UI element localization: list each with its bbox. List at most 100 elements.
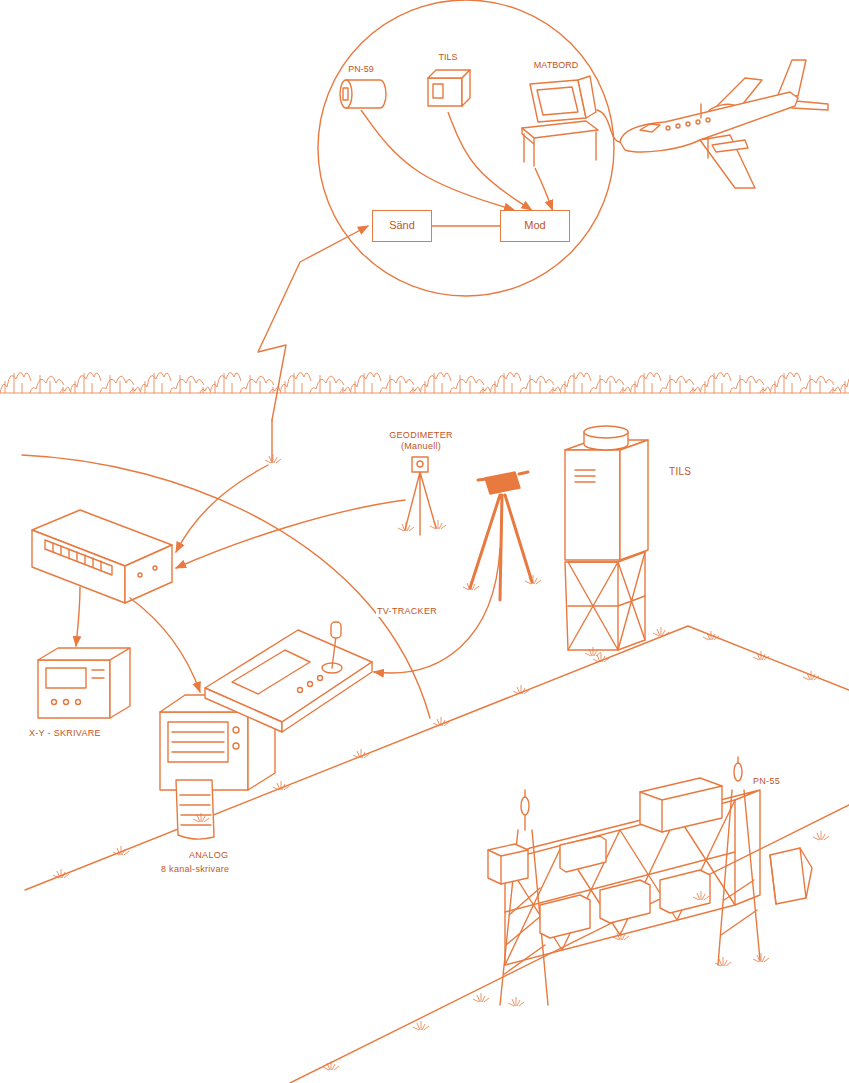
grass (323, 1061, 339, 1070)
airplane (712, 140, 748, 152)
tracker-console (318, 676, 323, 681)
radio-link (258, 226, 368, 462)
equipment-item: MATBORD (514, 60, 598, 168)
airplane (686, 122, 690, 126)
pn55-antenna-array (488, 850, 528, 884)
geodimeter (412, 457, 428, 472)
data-unit (153, 566, 157, 570)
grass (430, 520, 446, 529)
grass (803, 671, 819, 680)
airplane (706, 118, 710, 122)
tils-tower (575, 470, 595, 482)
tils-unit-small (462, 70, 470, 106)
analog-recorder (172, 732, 224, 752)
tracker-console (298, 688, 303, 693)
tracking-camera (470, 472, 532, 600)
grass (613, 931, 629, 940)
tracker-console (331, 622, 341, 638)
pn59-cylinder (343, 88, 348, 100)
xy-recorder (38, 660, 110, 718)
xy-recorder (38, 648, 130, 718)
tracking-camera (470, 495, 532, 600)
grass (53, 869, 69, 878)
equipment-label: TILS (668, 466, 692, 479)
pn55-antenna-array (640, 786, 722, 832)
data-unit (32, 510, 172, 603)
node-label: MATBORD (533, 60, 579, 71)
grass (525, 575, 541, 584)
pn55-antenna-array (524, 790, 525, 797)
analog-recorder (160, 712, 248, 790)
airplane (701, 104, 708, 158)
tracker-console (332, 636, 336, 668)
grass (53, 454, 829, 1070)
tracker-console (308, 682, 313, 687)
pn55-antenna-array (660, 870, 710, 913)
data-unit (45, 540, 112, 575)
illustration (22, 0, 849, 1083)
xy-recorder (110, 648, 130, 718)
equipment-item: PN-59 (336, 64, 386, 110)
airplane (778, 60, 806, 96)
grass (508, 997, 524, 1006)
pn55-antenna-array (770, 848, 812, 904)
airplane (696, 120, 700, 124)
pn55-antenna-array (718, 790, 760, 965)
pn55-antenna-array (734, 763, 742, 781)
node-label: PN-59 (347, 64, 375, 75)
unit-arrows (374, 548, 500, 673)
tracking-camera (485, 472, 520, 494)
tils-unit-small (433, 84, 443, 98)
connector-arrow (361, 110, 514, 210)
analog-recorder (180, 795, 211, 825)
pn55-antenna-array (737, 757, 738, 763)
equipment-label: PN-55 (752, 776, 781, 787)
analog-recorder (233, 727, 239, 733)
inset-circle (318, 0, 614, 296)
connector-arrow (535, 168, 553, 210)
grass (715, 957, 731, 966)
radio-link (258, 226, 368, 420)
process-box: Mod (500, 210, 570, 242)
grass (113, 846, 129, 855)
node-label: Mod (523, 219, 546, 232)
matbord-desk (530, 80, 586, 122)
grass (273, 781, 289, 790)
tils-tower (565, 450, 620, 560)
radio-link (271, 420, 272, 462)
grass (513, 685, 529, 694)
connector-arrow (448, 112, 532, 210)
runway (290, 805, 849, 1083)
data-unit (32, 530, 125, 603)
tils-tower (565, 426, 648, 650)
grass (753, 953, 769, 962)
treeline (0, 355, 849, 395)
equipment-item: TILS (424, 52, 472, 112)
matbord-desk (522, 76, 598, 166)
matbord-desk (578, 76, 596, 118)
pn55-antenna-array (524, 815, 525, 830)
xy-recorder (46, 668, 86, 688)
pn55-antenna-array (488, 844, 528, 884)
tracker-console (205, 622, 372, 732)
runway (25, 626, 849, 1083)
grass (265, 454, 281, 463)
grass (703, 631, 719, 640)
analog-recorder (176, 780, 214, 839)
grass (398, 522, 414, 531)
unit-arrows (76, 587, 80, 646)
xy-recorder (52, 700, 57, 705)
xy-recorder (92, 670, 104, 678)
unit-arrows (176, 465, 268, 552)
equipment-label: GEODIMETER (Manuell) (380, 430, 462, 453)
tils-tower (584, 426, 628, 438)
tils-tower (568, 552, 645, 650)
tils-tower (620, 440, 648, 560)
unit-arrows (176, 500, 405, 568)
equipment-label: X-Y - SKRIVARE (28, 728, 102, 739)
runway (25, 626, 849, 890)
analog-recorder (233, 743, 239, 749)
pn55-antenna-array (488, 757, 812, 1005)
